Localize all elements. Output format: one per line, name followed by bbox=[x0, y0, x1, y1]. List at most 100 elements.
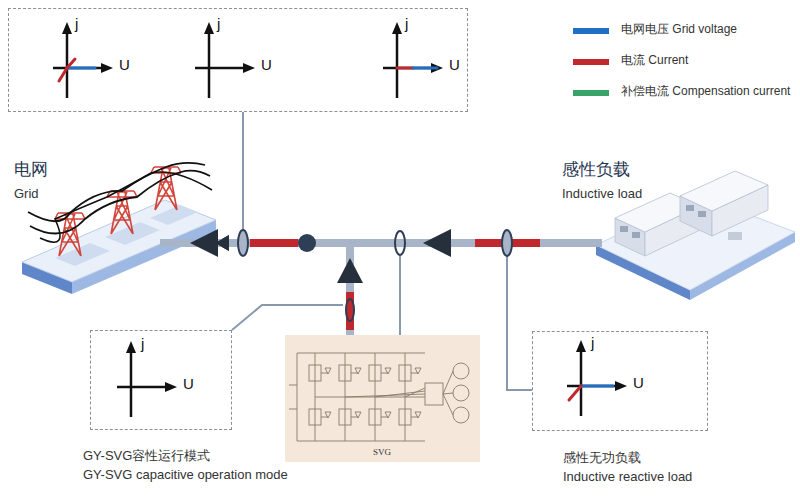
load-node: 感性负载 Inductive load bbox=[560, 158, 792, 298]
legend-text: 补偿电流 Compensation current bbox=[621, 84, 790, 98]
node-text: 感性负载 bbox=[562, 160, 630, 180]
wire bbox=[297, 441, 425, 442]
node-text: U bbox=[183, 375, 194, 393]
axis-head bbox=[165, 382, 177, 392]
schematic-lines bbox=[289, 353, 469, 441]
bus-wire bbox=[558, 239, 602, 247]
source-symbol bbox=[453, 385, 469, 401]
node-text: j bbox=[217, 15, 220, 33]
axis-line bbox=[396, 32, 399, 98]
igbt-symbol bbox=[369, 409, 381, 425]
wire bbox=[297, 353, 298, 441]
schematic-ground bbox=[285, 335, 480, 462]
wire bbox=[297, 353, 425, 354]
axis-line bbox=[567, 385, 617, 388]
current-segment bbox=[250, 239, 298, 247]
axis-head bbox=[615, 381, 627, 391]
flow-arrow bbox=[337, 258, 363, 283]
axis-line bbox=[208, 32, 211, 98]
bus-line bbox=[215, 243, 350, 335]
phasor-panel: jUGY-SVG容性运行模式GY-SVG capacitive operatio… bbox=[90, 330, 232, 430]
phasor-vector bbox=[67, 67, 95, 70]
filter-box bbox=[425, 383, 443, 405]
diode-symbol bbox=[415, 368, 421, 374]
diode-symbol bbox=[325, 368, 331, 374]
axis-head bbox=[101, 63, 113, 73]
node-text: Inductive reactive load bbox=[563, 469, 692, 485]
phasor-panel: jU感性无功负载Inductive reactive load bbox=[532, 331, 708, 431]
node-text: j bbox=[141, 335, 144, 353]
axis-head bbox=[392, 22, 402, 34]
bus-connector bbox=[215, 235, 350, 335]
igbt-symbol bbox=[309, 409, 321, 425]
diode-symbol bbox=[385, 368, 391, 374]
axis-line bbox=[53, 67, 103, 70]
diode-symbol bbox=[325, 412, 331, 418]
current-sensor bbox=[395, 231, 405, 255]
igbt-symbol bbox=[339, 409, 351, 425]
axis-head bbox=[204, 22, 214, 34]
legend-swatch bbox=[573, 28, 609, 34]
wire bbox=[443, 393, 453, 394]
node-text: GY-SVG容性运行模式 bbox=[83, 448, 210, 464]
svg-schematic bbox=[285, 335, 480, 462]
wire bbox=[315, 397, 425, 398]
node-text: j bbox=[405, 15, 408, 33]
node-text: SVG bbox=[373, 447, 391, 458]
phasor-vector bbox=[581, 385, 613, 388]
current-segment bbox=[346, 292, 354, 330]
current-sensor bbox=[238, 230, 248, 256]
igbt-symbol bbox=[369, 365, 381, 381]
axis-head bbox=[126, 341, 136, 353]
current-sensor bbox=[346, 299, 354, 321]
phasor-panel: jUjUjU bbox=[8, 8, 468, 112]
legend-text: 电流 Current bbox=[621, 53, 688, 67]
diode-symbol bbox=[385, 412, 391, 418]
svg-device: SVG bbox=[285, 335, 480, 462]
phasor-vector bbox=[397, 67, 413, 70]
igbt-symbol bbox=[339, 365, 351, 381]
grid-node: 电网 Grid bbox=[10, 158, 215, 290]
diode-symbol bbox=[355, 412, 361, 418]
wire bbox=[289, 409, 297, 410]
axis-line bbox=[130, 351, 133, 417]
wire bbox=[443, 394, 453, 415]
node-text: GY-SVG capacitive operation mode bbox=[83, 467, 288, 483]
diode-symbol bbox=[355, 368, 361, 374]
source-symbol bbox=[453, 363, 469, 379]
node-text: U bbox=[633, 374, 644, 392]
node-text: U bbox=[449, 56, 460, 74]
source-symbol bbox=[453, 407, 469, 423]
phasor-vector bbox=[67, 59, 75, 68]
wire bbox=[405, 388, 425, 397]
legend-text: 电网电压 Grid voltage bbox=[621, 22, 737, 36]
igbt-symbol bbox=[309, 365, 321, 381]
node-text: 电网 bbox=[14, 160, 48, 180]
phasor-diagram bbox=[91, 331, 233, 431]
axis-line bbox=[117, 386, 167, 389]
node-text: U bbox=[261, 56, 272, 74]
flow-arrow bbox=[190, 229, 218, 257]
node-text: j bbox=[591, 334, 594, 352]
axis-head bbox=[576, 340, 586, 352]
legend-swatch bbox=[573, 90, 609, 96]
phasor-vector bbox=[413, 67, 437, 70]
wire bbox=[289, 385, 297, 386]
node-text: 感性无功负载 bbox=[563, 450, 641, 466]
current-sensor bbox=[502, 230, 512, 256]
node-text: j bbox=[75, 15, 78, 33]
junction-dot bbox=[298, 234, 316, 252]
wire bbox=[443, 371, 453, 394]
legend: 电网电压 Grid voltage 电流 Current 补偿电流 Compensa… bbox=[573, 22, 793, 122]
node-text: U bbox=[119, 56, 130, 74]
igbt-symbol bbox=[399, 409, 411, 425]
phasor-vector bbox=[59, 68, 67, 81]
diode-symbol bbox=[415, 412, 421, 418]
grid-illustration bbox=[22, 163, 216, 294]
axis-line bbox=[195, 67, 245, 70]
node-text: Inductive load bbox=[562, 186, 642, 202]
phasor-diagram bbox=[533, 332, 709, 432]
axis-head bbox=[243, 63, 255, 73]
node-text: Grid bbox=[14, 186, 39, 202]
axis-head bbox=[62, 22, 72, 34]
